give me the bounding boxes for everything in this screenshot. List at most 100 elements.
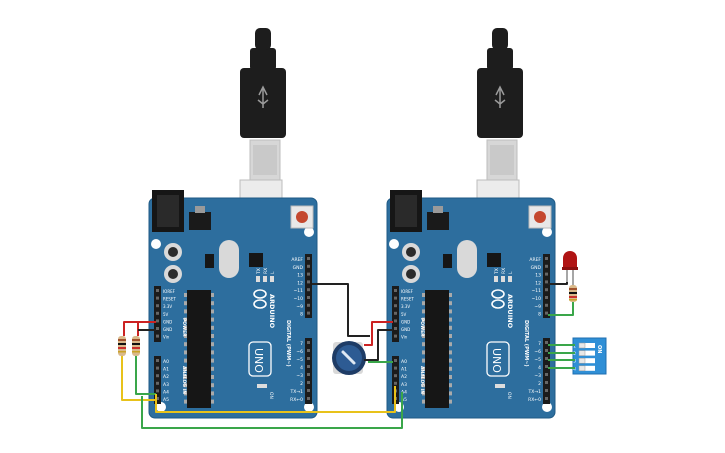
header-pin[interactable] bbox=[545, 341, 548, 344]
header-pin[interactable] bbox=[394, 327, 397, 330]
header-pin[interactable] bbox=[545, 397, 548, 400]
header-pin[interactable] bbox=[545, 389, 548, 392]
usb-cable-left[interactable] bbox=[239, 28, 286, 223]
header-pin[interactable] bbox=[307, 357, 310, 360]
dip-slot[interactable] bbox=[579, 343, 595, 348]
resistor-led[interactable] bbox=[569, 280, 577, 312]
header-pin[interactable] bbox=[307, 264, 310, 268]
header-pin[interactable] bbox=[394, 304, 397, 308]
wire-led-gnd[interactable] bbox=[548, 282, 568, 285]
chip-pin bbox=[422, 399, 425, 404]
header-pin[interactable] bbox=[545, 264, 548, 268]
wire-5v-right[interactable] bbox=[364, 321, 393, 346]
rx-led-label: RX bbox=[263, 268, 269, 274]
header-pin[interactable] bbox=[545, 272, 548, 276]
header-pin[interactable] bbox=[307, 373, 310, 376]
header-pin[interactable] bbox=[156, 311, 159, 315]
arduino-logo-icon bbox=[253, 289, 267, 299]
header-pin[interactable] bbox=[156, 319, 159, 323]
header-pin[interactable] bbox=[545, 280, 548, 284]
header-pin[interactable] bbox=[545, 288, 548, 292]
chip-pin bbox=[211, 366, 214, 371]
header-pin[interactable] bbox=[156, 389, 159, 393]
header-pin[interactable] bbox=[156, 289, 159, 292]
header-pin[interactable] bbox=[156, 374, 159, 378]
header-pin[interactable] bbox=[156, 296, 159, 300]
header-pin[interactable] bbox=[307, 389, 310, 392]
chip-pin bbox=[211, 375, 214, 379]
chip-pin bbox=[211, 350, 214, 355]
header-pin[interactable] bbox=[307, 288, 310, 292]
header-pin[interactable] bbox=[307, 303, 310, 307]
header-pin[interactable] bbox=[156, 304, 159, 308]
header-pin[interactable] bbox=[156, 334, 159, 338]
dip-toggle[interactable] bbox=[578, 357, 586, 364]
digital-pin-label: TX→1 bbox=[528, 389, 542, 395]
header-pin[interactable] bbox=[307, 311, 310, 315]
dip-slot[interactable] bbox=[579, 365, 595, 371]
header-pin[interactable] bbox=[394, 359, 397, 362]
header-pin[interactable] bbox=[307, 280, 310, 284]
wire-scl[interactable] bbox=[141, 392, 403, 429]
reset-button[interactable] bbox=[534, 211, 546, 223]
wire-sda[interactable] bbox=[155, 386, 396, 413]
dip-slot[interactable] bbox=[579, 350, 595, 356]
header-pin[interactable] bbox=[307, 349, 310, 352]
header-pin[interactable] bbox=[394, 319, 397, 323]
reset-button[interactable] bbox=[296, 211, 308, 223]
header-pin[interactable] bbox=[307, 365, 310, 368]
header-pin[interactable] bbox=[156, 359, 159, 362]
header-pin[interactable] bbox=[545, 311, 548, 315]
header-pin[interactable] bbox=[545, 365, 548, 368]
usb-cable-right[interactable] bbox=[476, 28, 523, 223]
dip-toggle[interactable] bbox=[578, 342, 586, 349]
chip-pin bbox=[211, 358, 214, 363]
wire-gnd-bridge[interactable] bbox=[312, 283, 370, 337]
tx-led-label: TX bbox=[494, 268, 500, 275]
header-pin[interactable] bbox=[394, 311, 397, 315]
header-pin[interactable] bbox=[156, 327, 159, 330]
header-pin[interactable] bbox=[307, 257, 310, 260]
potentiometer[interactable] bbox=[332, 341, 366, 375]
wire-led[interactable] bbox=[548, 302, 574, 316]
resistor-a4[interactable] bbox=[118, 336, 126, 356]
dip-slot[interactable] bbox=[579, 358, 595, 364]
header-pin[interactable] bbox=[307, 381, 310, 384]
header-pin[interactable] bbox=[545, 357, 548, 360]
wire-gnd-right[interactable] bbox=[364, 329, 393, 361]
header-pin[interactable] bbox=[307, 296, 310, 299]
header-pin[interactable] bbox=[394, 334, 397, 338]
chip-pin bbox=[449, 399, 452, 404]
header-pin[interactable] bbox=[545, 373, 548, 376]
analog-pin-label: A0 bbox=[163, 359, 169, 365]
header-pin[interactable] bbox=[545, 257, 548, 260]
header-pin[interactable] bbox=[307, 341, 310, 344]
header-pin[interactable] bbox=[307, 272, 310, 276]
wire-a5-left[interactable] bbox=[135, 356, 156, 395]
resistor-a5[interactable] bbox=[132, 336, 140, 356]
header-pin[interactable] bbox=[545, 296, 548, 299]
header-pin[interactable] bbox=[545, 349, 548, 352]
wire-a4-left[interactable] bbox=[121, 356, 156, 401]
header-pin[interactable] bbox=[156, 381, 159, 385]
header-pin[interactable] bbox=[156, 366, 159, 370]
header-pin[interactable] bbox=[394, 374, 397, 378]
dip-toggle[interactable] bbox=[578, 365, 586, 372]
chip-pin bbox=[184, 375, 187, 379]
wire-5v-left-b[interactable] bbox=[137, 321, 156, 336]
header-pin[interactable] bbox=[307, 397, 310, 400]
red-led[interactable] bbox=[562, 251, 578, 282]
digital-pin-label: ~9 bbox=[534, 304, 541, 310]
header-pin[interactable] bbox=[394, 296, 397, 300]
dip-toggle[interactable] bbox=[578, 350, 586, 356]
header-pin[interactable] bbox=[156, 397, 159, 400]
header-pin[interactable] bbox=[545, 381, 548, 384]
header-pin[interactable] bbox=[394, 366, 397, 370]
header-pin[interactable] bbox=[545, 303, 548, 307]
header-pin[interactable] bbox=[394, 381, 397, 385]
on-label: ON bbox=[506, 392, 512, 399]
header-pin[interactable] bbox=[394, 289, 397, 292]
